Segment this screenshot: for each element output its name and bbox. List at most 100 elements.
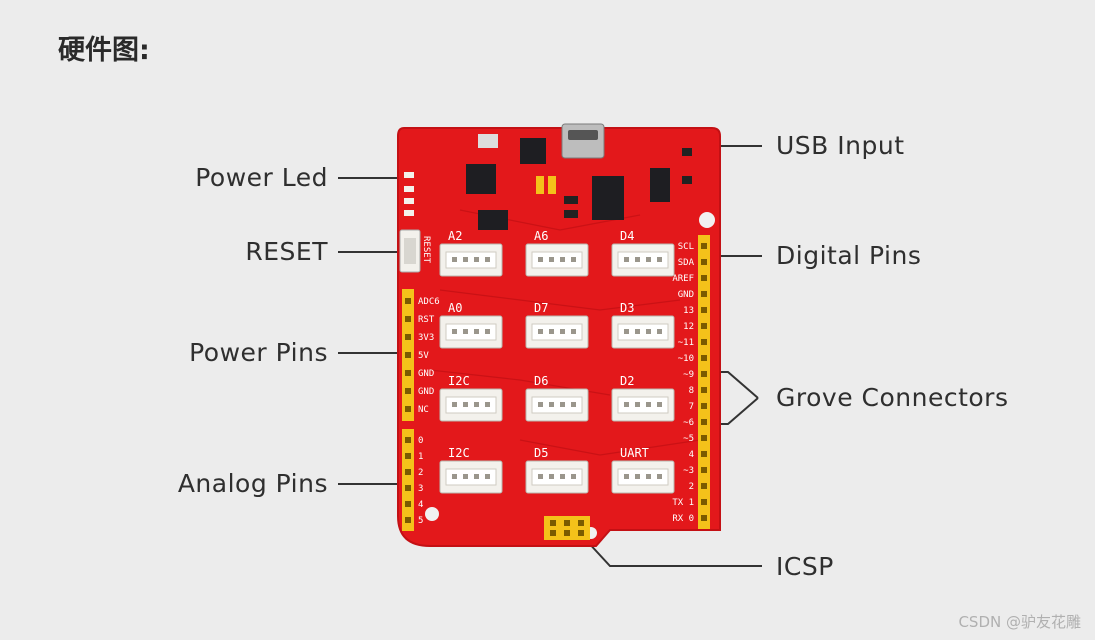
grove-connector-label: UART	[620, 446, 649, 460]
power-led-group	[404, 172, 414, 216]
header-pin-label: ~11	[678, 338, 694, 348]
grove-connector-label: D2	[620, 374, 634, 388]
grove-connector: I2C	[439, 374, 503, 422]
header-pin	[405, 316, 411, 322]
grove-connector-label: D7	[534, 301, 548, 315]
header-pin	[701, 403, 707, 409]
grove-connector: A6	[525, 229, 589, 277]
header-pin	[405, 501, 411, 507]
callout-digital-pins: Digital Pins	[776, 241, 922, 270]
crystal	[650, 168, 670, 202]
header-pin-label: GND	[678, 290, 694, 300]
chips	[466, 134, 692, 230]
header-pin	[405, 298, 411, 304]
smd-part	[564, 210, 578, 218]
grove-connector: D5	[525, 446, 589, 494]
header-pin	[405, 453, 411, 459]
grove-connector: A0	[439, 301, 503, 349]
header-pin-label: GND	[418, 387, 434, 397]
header-pin-label: TX 1	[672, 498, 694, 508]
header-pin-label: GND	[418, 369, 434, 379]
header-pin-label: ~5	[683, 434, 694, 444]
header-pin	[405, 517, 411, 523]
led	[404, 198, 414, 204]
smd-part	[564, 196, 578, 204]
header-pin-label: 7	[689, 402, 694, 412]
header-pin-label: 3	[418, 484, 423, 494]
header-pin-label: 13	[683, 306, 694, 316]
smd-part	[478, 134, 498, 148]
smd-part	[682, 148, 692, 156]
header-pin	[701, 275, 707, 281]
grove-connector-label: A2	[448, 229, 462, 243]
led	[404, 186, 414, 192]
header-pin-label: 2	[418, 468, 423, 478]
grove-connector-label: D5	[534, 446, 548, 460]
leader-icsp	[585, 539, 762, 567]
grove-connector: D3	[611, 301, 675, 349]
header-pin	[405, 334, 411, 340]
grove-connector-label: D3	[620, 301, 634, 315]
cap-yellow	[536, 176, 544, 194]
chip-mcu	[466, 164, 496, 194]
header-pin	[701, 451, 707, 457]
header-pin-label: ~10	[678, 354, 694, 364]
header-pin-label: SDA	[678, 258, 695, 268]
header-pin-label: 1	[418, 452, 423, 462]
mounting-hole	[425, 507, 439, 521]
power-led	[404, 172, 414, 178]
callout-usb-input: USB Input	[776, 131, 905, 160]
header-pin-label: 5	[418, 516, 423, 526]
callout-power-led: Power Led	[195, 163, 328, 192]
header-pin-label: ~9	[683, 370, 694, 380]
grove-connector: D4	[611, 229, 675, 277]
header-pin	[701, 387, 707, 393]
callout-analog-pins: Analog Pins	[177, 469, 328, 498]
header-pin-label: 0	[418, 436, 423, 446]
header-pin	[405, 485, 411, 491]
header-pin-label: RX 0	[672, 514, 694, 524]
smd-part	[682, 176, 692, 184]
grove-connector: D6	[525, 374, 589, 422]
header-pin	[701, 243, 707, 249]
header-pin	[405, 370, 411, 376]
callout-reset: RESET	[245, 237, 328, 266]
grove-connector: D7	[525, 301, 589, 349]
grove-connector: D2	[611, 374, 675, 422]
callout-grove-connectors: Grove Connectors	[776, 383, 1009, 412]
header-pin-label: NC	[418, 405, 429, 415]
chip-usb-bridge	[592, 176, 624, 220]
grove-connector-label: I2C	[448, 446, 470, 460]
watermark: CSDN @驴友花雕	[958, 613, 1081, 631]
grove-connector-label: D6	[534, 374, 548, 388]
chip-regulator-small	[478, 210, 508, 230]
grove-connector: I2C	[439, 446, 503, 494]
grove-connector: UART	[611, 446, 675, 494]
callout-icsp: ICSP	[776, 552, 834, 581]
header-pin-label: RST	[418, 315, 435, 325]
header-pin	[701, 371, 707, 377]
header-pin	[701, 355, 707, 361]
grove-connector-label: A0	[448, 301, 462, 315]
header-pin	[701, 483, 707, 489]
header-pin	[701, 291, 707, 297]
header-pin-label: 12	[683, 322, 694, 332]
grove-connector: A2	[439, 229, 503, 277]
header-pin	[701, 339, 707, 345]
icsp-header	[544, 516, 590, 540]
header-pin	[405, 388, 411, 394]
mounting-hole	[699, 212, 715, 228]
led	[404, 210, 414, 216]
chip-regulator	[520, 138, 546, 164]
header-pin	[701, 435, 707, 441]
header-pin	[701, 515, 707, 521]
header-pin-label: ~6	[683, 418, 694, 428]
header-pin	[701, 419, 707, 425]
callout-power-pins: Power Pins	[189, 338, 328, 367]
header-pin	[405, 469, 411, 475]
